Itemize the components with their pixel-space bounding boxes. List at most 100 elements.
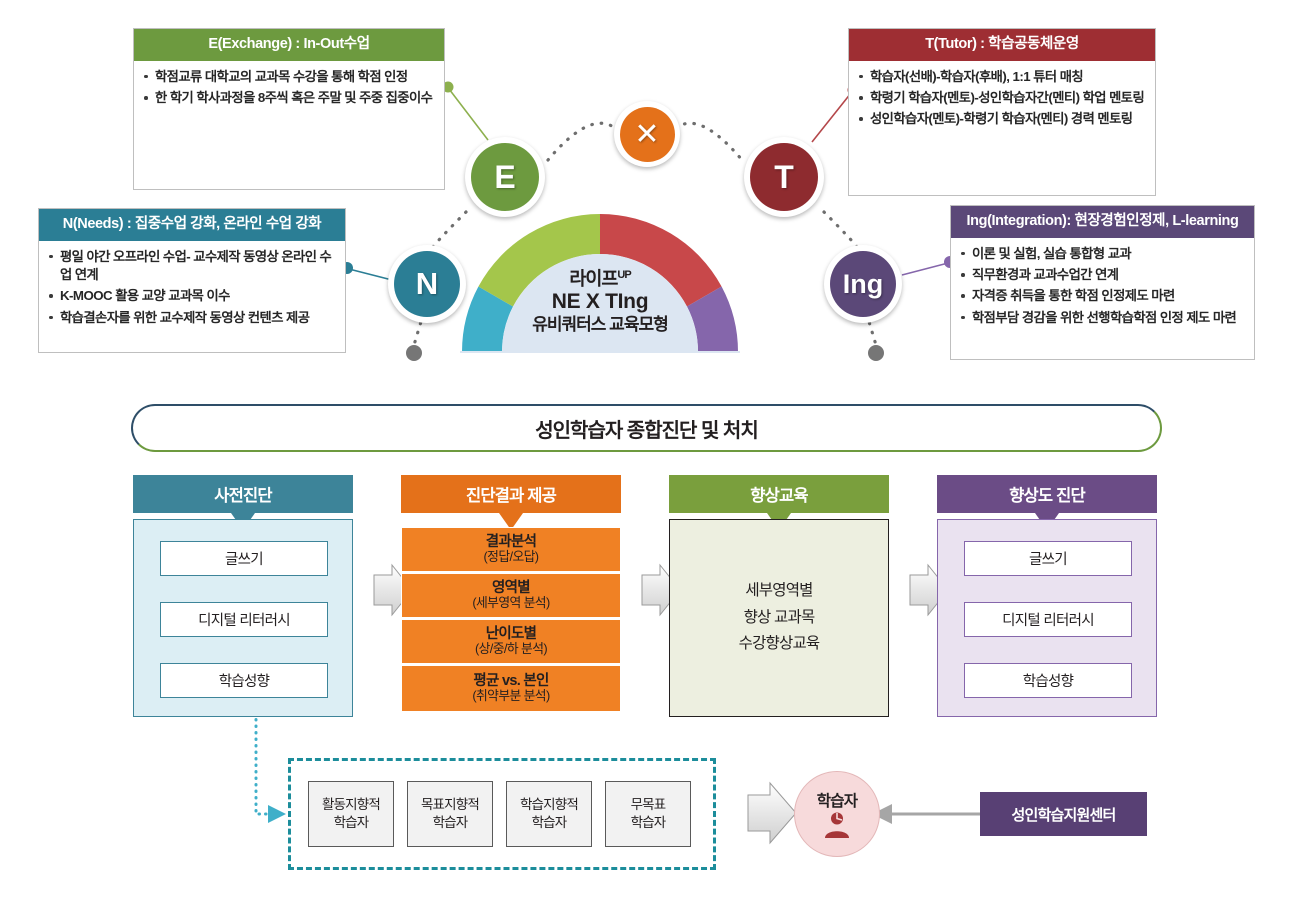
column-header-improvement-education: 향상교육 — [669, 475, 889, 513]
learner-type-line2: 학습자 — [432, 815, 469, 830]
item-label: 디지털 리터러시 — [1002, 613, 1095, 629]
dotted-elbow-arrowhead — [268, 805, 286, 823]
item-label: 학습성향 — [1022, 674, 1074, 690]
card-integration-body: 이론 및 실험, 실습 통합형 교과 직무환경과 교과수업간 연계 자격증 취득… — [951, 238, 1254, 339]
result-row-title: 결과분석 — [485, 533, 537, 550]
learner-type-activity-oriented[interactable]: 활동지향적 학습자 — [308, 781, 394, 847]
node-integration-disc: Ing — [830, 251, 896, 317]
column-header-results: 진단결과 제공 — [401, 475, 621, 513]
connector-dot-right — [868, 345, 884, 361]
bullet-item: 이론 및 실험, 실습 통합형 교과 — [959, 245, 1244, 263]
item-writing-pre[interactable]: 글쓰기 — [160, 541, 328, 576]
result-row-sub: (상/중/하 분석) — [474, 641, 548, 657]
learner-type-line1: 목표지향적 — [420, 796, 480, 812]
node-tutor[interactable]: T — [744, 137, 824, 217]
item-learning-tendency-pre[interactable]: 학습성향 — [160, 663, 328, 698]
center-line2: NE X TIng — [551, 289, 649, 313]
person-icon — [825, 812, 849, 838]
learner-type-no-goal[interactable]: 무목표 학습자 — [605, 781, 691, 847]
multiply-glyph: ✕ — [634, 117, 660, 151]
item-writing-post[interactable]: 글쓰기 — [964, 541, 1132, 576]
card-tutor: T(Tutor) : 학습공동체운영 학습자(선배)-학습자(후배), 1:1 … — [848, 28, 1156, 196]
card-exchange-body: 학점교류 대학교의 교과목 수강을 통해 학점 인정 한 학기 학사과정을 8주… — [134, 61, 444, 120]
column-header-label: 진단결과 제공 — [465, 487, 557, 505]
node-exchange[interactable]: E — [465, 137, 545, 217]
center-model-text: 라이프UP NE X TIng 유비쿼터스 교육모형 — [500, 268, 700, 335]
improvement-line: 수강향상교육 — [738, 635, 821, 653]
result-row-analysis[interactable]: 결과분석 (정답/오답) — [401, 527, 621, 572]
node-integration-label: Ing — [842, 268, 884, 299]
learner-label: 학습자 — [816, 793, 858, 810]
section-title-label: 성인학습자 종합진단 및 처치 — [535, 419, 758, 442]
support-to-learner-arrow — [872, 804, 980, 824]
card-tutor-header: T(Tutor) : 학습공동체운영 — [849, 29, 1155, 61]
item-label: 글쓰기 — [1029, 552, 1068, 568]
column-body-improvement-education: 세부영역별 향상 교과목 수강향상교육 — [669, 519, 889, 717]
result-row-sub: (취약부분 분석) — [472, 688, 550, 704]
node-tutor-disc: T — [750, 143, 818, 211]
learner-type-line2: 학습자 — [333, 815, 370, 830]
result-row-title: 평균 vs. 본인 — [473, 672, 549, 689]
card-needs: N(Needs) : 집중수업 강화, 온라인 수업 강화 평일 야간 오프라인… — [38, 208, 346, 353]
connector-dot-left — [406, 345, 422, 361]
result-row-title: 난이도별 — [485, 625, 537, 642]
item-learning-tendency-post[interactable]: 학습성향 — [964, 663, 1132, 698]
learner-type-line1: 무목표 — [630, 796, 667, 812]
learner-type-learning-oriented[interactable]: 학습지향적 학습자 — [506, 781, 592, 847]
result-row-average-vs-self[interactable]: 평균 vs. 본인 (취약부분 분석) — [401, 665, 621, 712]
node-multiply[interactable]: ✕ — [614, 101, 680, 167]
column-header-prediagnosis: 사전진단 — [133, 475, 353, 513]
bullet-item: 성인학습자(멘토)-학령기 학습자(멘티) 경력 멘토링 — [857, 110, 1145, 128]
result-row-sub: (세부영역 분석) — [472, 595, 550, 611]
card-exchange: E(Exchange) : In-Out수업 학점교류 대학교의 교과목 수강을… — [133, 28, 445, 190]
card-exchange-header: E(Exchange) : In-Out수업 — [134, 29, 444, 61]
bullet-item: 학령기 학습자(멘토)-성인학습자간(멘티) 학업 멘토링 — [857, 89, 1145, 107]
bullet-item: 직무환경과 교과수업간 연계 — [959, 266, 1244, 284]
node-tutor-label: T — [774, 158, 794, 195]
node-integration[interactable]: Ing — [824, 245, 902, 323]
bullet-item: 학점부담 경감을 위한 선행학습학점 인정 제도 마련 — [959, 309, 1244, 327]
node-exchange-disc: E — [471, 143, 539, 211]
center-line3: 유비쿼터스 교육모형 — [532, 314, 668, 334]
section-title-ribbon: 성인학습자 종합진단 및 처치 — [131, 404, 1162, 452]
node-needs[interactable]: N — [388, 245, 466, 323]
learner-type-line2: 학습자 — [630, 815, 667, 830]
card-tutor-body: 학습자(선배)-학습자(후배), 1:1 튜터 매칭 학령기 학습자(멘토)-성… — [849, 61, 1155, 141]
node-exchange-label: E — [494, 158, 516, 195]
result-row-by-area[interactable]: 영역별 (세부영역 분석) — [401, 573, 621, 618]
bullet-item: 자격증 취득을 통한 학점 인정제도 마련 — [959, 287, 1244, 305]
card-needs-header: N(Needs) : 집중수업 강화, 온라인 수업 강화 — [39, 209, 345, 241]
node-needs-disc: N — [394, 251, 460, 317]
result-row-title: 영역별 — [492, 579, 531, 596]
support-center-chip[interactable]: 성인학습지원센터 — [980, 792, 1147, 836]
bullet-item: 한 학기 학사과정을 8주씩 혹은 주말 및 주중 집중이수 — [142, 89, 434, 107]
card-needs-body: 평일 야간 오프라인 수업- 교수제작 동영상 온라인 수업 연계 K-MOOC… — [39, 241, 345, 339]
column-header-pointers — [231, 513, 1059, 530]
support-center-label: 성인학습지원센터 — [1011, 806, 1116, 824]
learner-type-goal-oriented[interactable]: 목표지향적 학습자 — [407, 781, 493, 847]
item-label: 학습성향 — [218, 674, 270, 690]
bullet-item: K-MOOC 활용 교양 교과목 이수 — [47, 287, 335, 305]
bullet-item: 학습결손자를 위한 교수제작 동영상 컨텐츠 제공 — [47, 309, 335, 327]
learner-type-line1: 활동지향적 — [321, 796, 381, 812]
dotted-elbow-connector — [254, 698, 278, 816]
node-needs-label: N — [415, 266, 439, 301]
learner-type-line1: 학습지향적 — [519, 796, 579, 812]
item-digital-literacy-post[interactable]: 디지털 리터러시 — [964, 602, 1132, 637]
column-header-improvement-diagnosis: 향상도 진단 — [937, 475, 1157, 513]
item-label: 디지털 리터러시 — [198, 613, 291, 629]
card-integration-header: Ing(Integration): 현장경험인정제, L-learning — [951, 206, 1254, 238]
result-row-by-difficulty[interactable]: 난이도별 (상/중/하 분석) — [401, 619, 621, 664]
bullet-item: 학습자(선배)-학습자(후배), 1:1 튜터 매칭 — [857, 68, 1145, 86]
result-row-sub: (정답/오답) — [483, 549, 540, 565]
learner-type-line2: 학습자 — [531, 815, 568, 830]
column-header-label: 향상교육 — [750, 487, 808, 505]
item-digital-literacy-pre[interactable]: 디지털 리터러시 — [160, 602, 328, 637]
column-header-label: 향상도 진단 — [1009, 487, 1085, 505]
multiply-icon: ✕ — [619, 106, 675, 162]
center-line1: 라이프UP — [569, 268, 631, 289]
learner-circle[interactable]: 학습자 — [794, 771, 880, 857]
item-label: 글쓰기 — [225, 552, 264, 568]
improvement-line: 향상 교과목 — [743, 608, 816, 626]
improvement-line: 세부영역별 — [745, 582, 813, 600]
